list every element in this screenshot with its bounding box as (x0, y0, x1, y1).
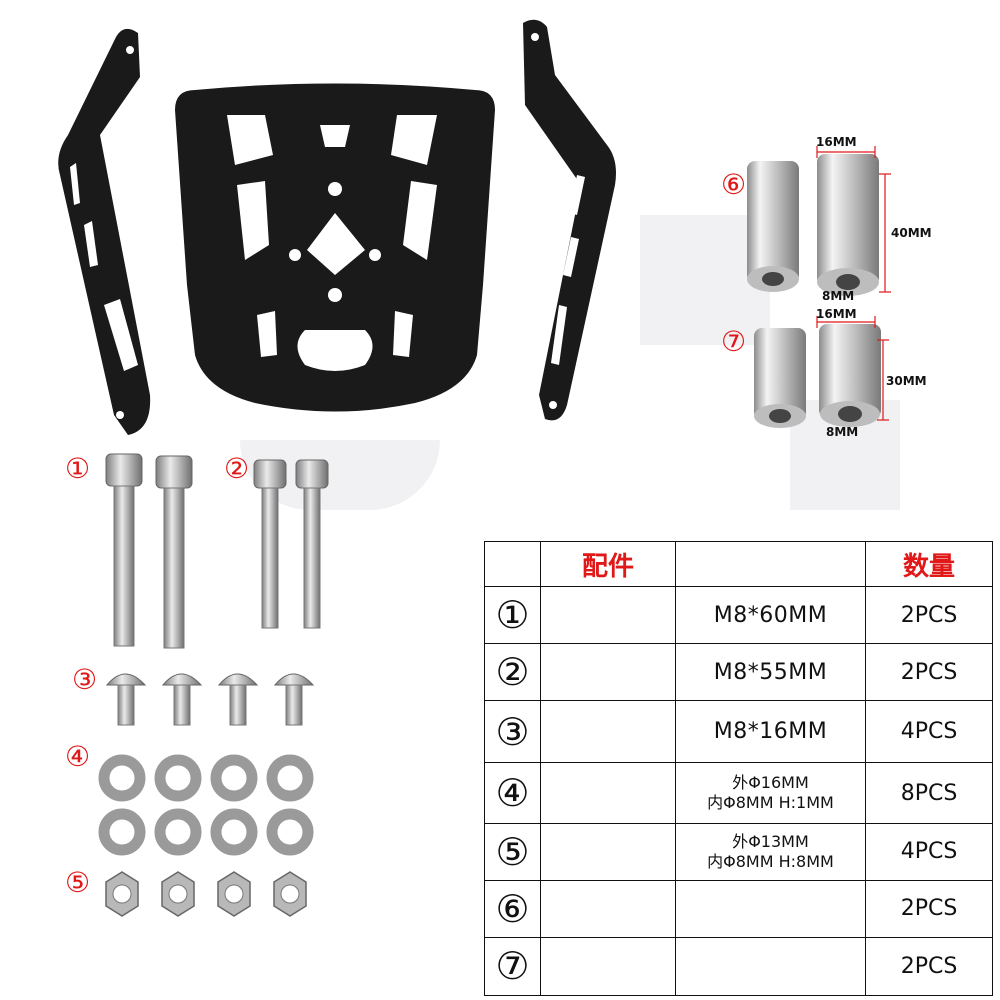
luggage-rack-plate (175, 83, 495, 412)
row-spec (675, 936, 866, 997)
dim-7-inner: 8MM (826, 425, 859, 439)
label-7: ⑦ (721, 325, 747, 358)
row-number: ⑦ (484, 936, 541, 997)
row-blank (540, 879, 676, 938)
dimension-lines-6 (816, 146, 891, 293)
table-row: ① M8*60MM 2PCS (484, 586, 993, 645)
row-qty: 4PCS (865, 822, 993, 881)
row-spec: 外Φ13MM 内Φ8MM H:8MM (675, 822, 866, 881)
row-qty: 4PCS (865, 700, 993, 764)
row-number: ② (484, 643, 541, 702)
row-spec-line2: 内Φ8MM H:8MM (707, 851, 834, 871)
label-1: ① (65, 452, 91, 485)
row-blank (540, 586, 676, 645)
row-qty: 2PCS (865, 643, 993, 702)
row-number: ⑤ (484, 822, 541, 881)
bolt-m8-60-pair (105, 453, 193, 649)
table-row: ③ M8*16MM 4PCS (484, 700, 993, 764)
table-row: ⑦ 2PCS (484, 936, 993, 997)
washer-set (98, 754, 314, 856)
dim-6-width: 16MM (816, 135, 857, 149)
row-spec: 外Φ16MM 内Φ8MM H:1MM (675, 762, 866, 824)
header-empty (484, 540, 541, 588)
header-quantity: 数量 (865, 540, 993, 588)
row-number: ③ (484, 700, 541, 764)
right-side-bracket (523, 19, 616, 421)
bolt-m8-16-set (105, 673, 315, 726)
spacer-6-short (747, 161, 799, 292)
label-2: ② (224, 452, 250, 485)
nut-set (105, 871, 307, 917)
header-empty (675, 540, 866, 588)
row-spec: M8*16MM (675, 700, 866, 764)
row-number: ④ (484, 762, 541, 824)
table-header-row: 配件 数量 (484, 540, 993, 588)
spacer-7-tall (819, 324, 881, 427)
dim-6-height: 40MM (891, 226, 932, 240)
dim-7-height: 30MM (886, 374, 927, 388)
row-spec-line1: 外Φ13MM (732, 831, 809, 851)
label-4: ④ (65, 740, 91, 773)
dim-7-width: 16MM (816, 307, 857, 321)
spacer-6-tall (817, 154, 879, 296)
left-side-bracket (58, 28, 151, 435)
row-spec-line2: 内Φ8MM H:1MM (707, 793, 834, 813)
row-qty: 2PCS (865, 879, 993, 938)
parts-table: 配件 数量 ① M8*60MM 2PCS ② M8*55MM 2PCS ③ M8… (484, 540, 993, 997)
table-row: ⑤ 外Φ13MM 内Φ8MM H:8MM 4PCS (484, 822, 993, 881)
row-qty: 8PCS (865, 762, 993, 824)
row-spec (675, 879, 866, 938)
bolt-m8-55-pair (253, 459, 329, 629)
header-part: 配件 (540, 540, 676, 588)
dimension-lines-7 (816, 316, 889, 421)
row-blank (540, 822, 676, 881)
row-blank (540, 643, 676, 702)
row-qty: 2PCS (865, 936, 993, 997)
label-3: ③ (72, 663, 98, 696)
row-spec: M8*60MM (675, 586, 866, 645)
spacer-7-short (754, 328, 806, 428)
dim-6-inner: 8MM (822, 289, 855, 303)
table-row: ⑥ 2PCS (484, 879, 993, 938)
row-blank (540, 762, 676, 824)
table-row: ④ 外Φ16MM 内Φ8MM H:1MM 8PCS (484, 762, 993, 824)
row-number: ⑥ (484, 879, 541, 938)
row-spec: M8*55MM (675, 643, 866, 702)
row-blank (540, 936, 676, 997)
row-spec-line1: 外Φ16MM (732, 773, 809, 793)
row-qty: 2PCS (865, 586, 993, 645)
label-6: ⑥ (721, 168, 747, 201)
row-blank (540, 700, 676, 764)
table-row: ② M8*55MM 2PCS (484, 643, 993, 702)
row-number: ① (484, 586, 541, 645)
label-5: ⑤ (65, 866, 91, 899)
